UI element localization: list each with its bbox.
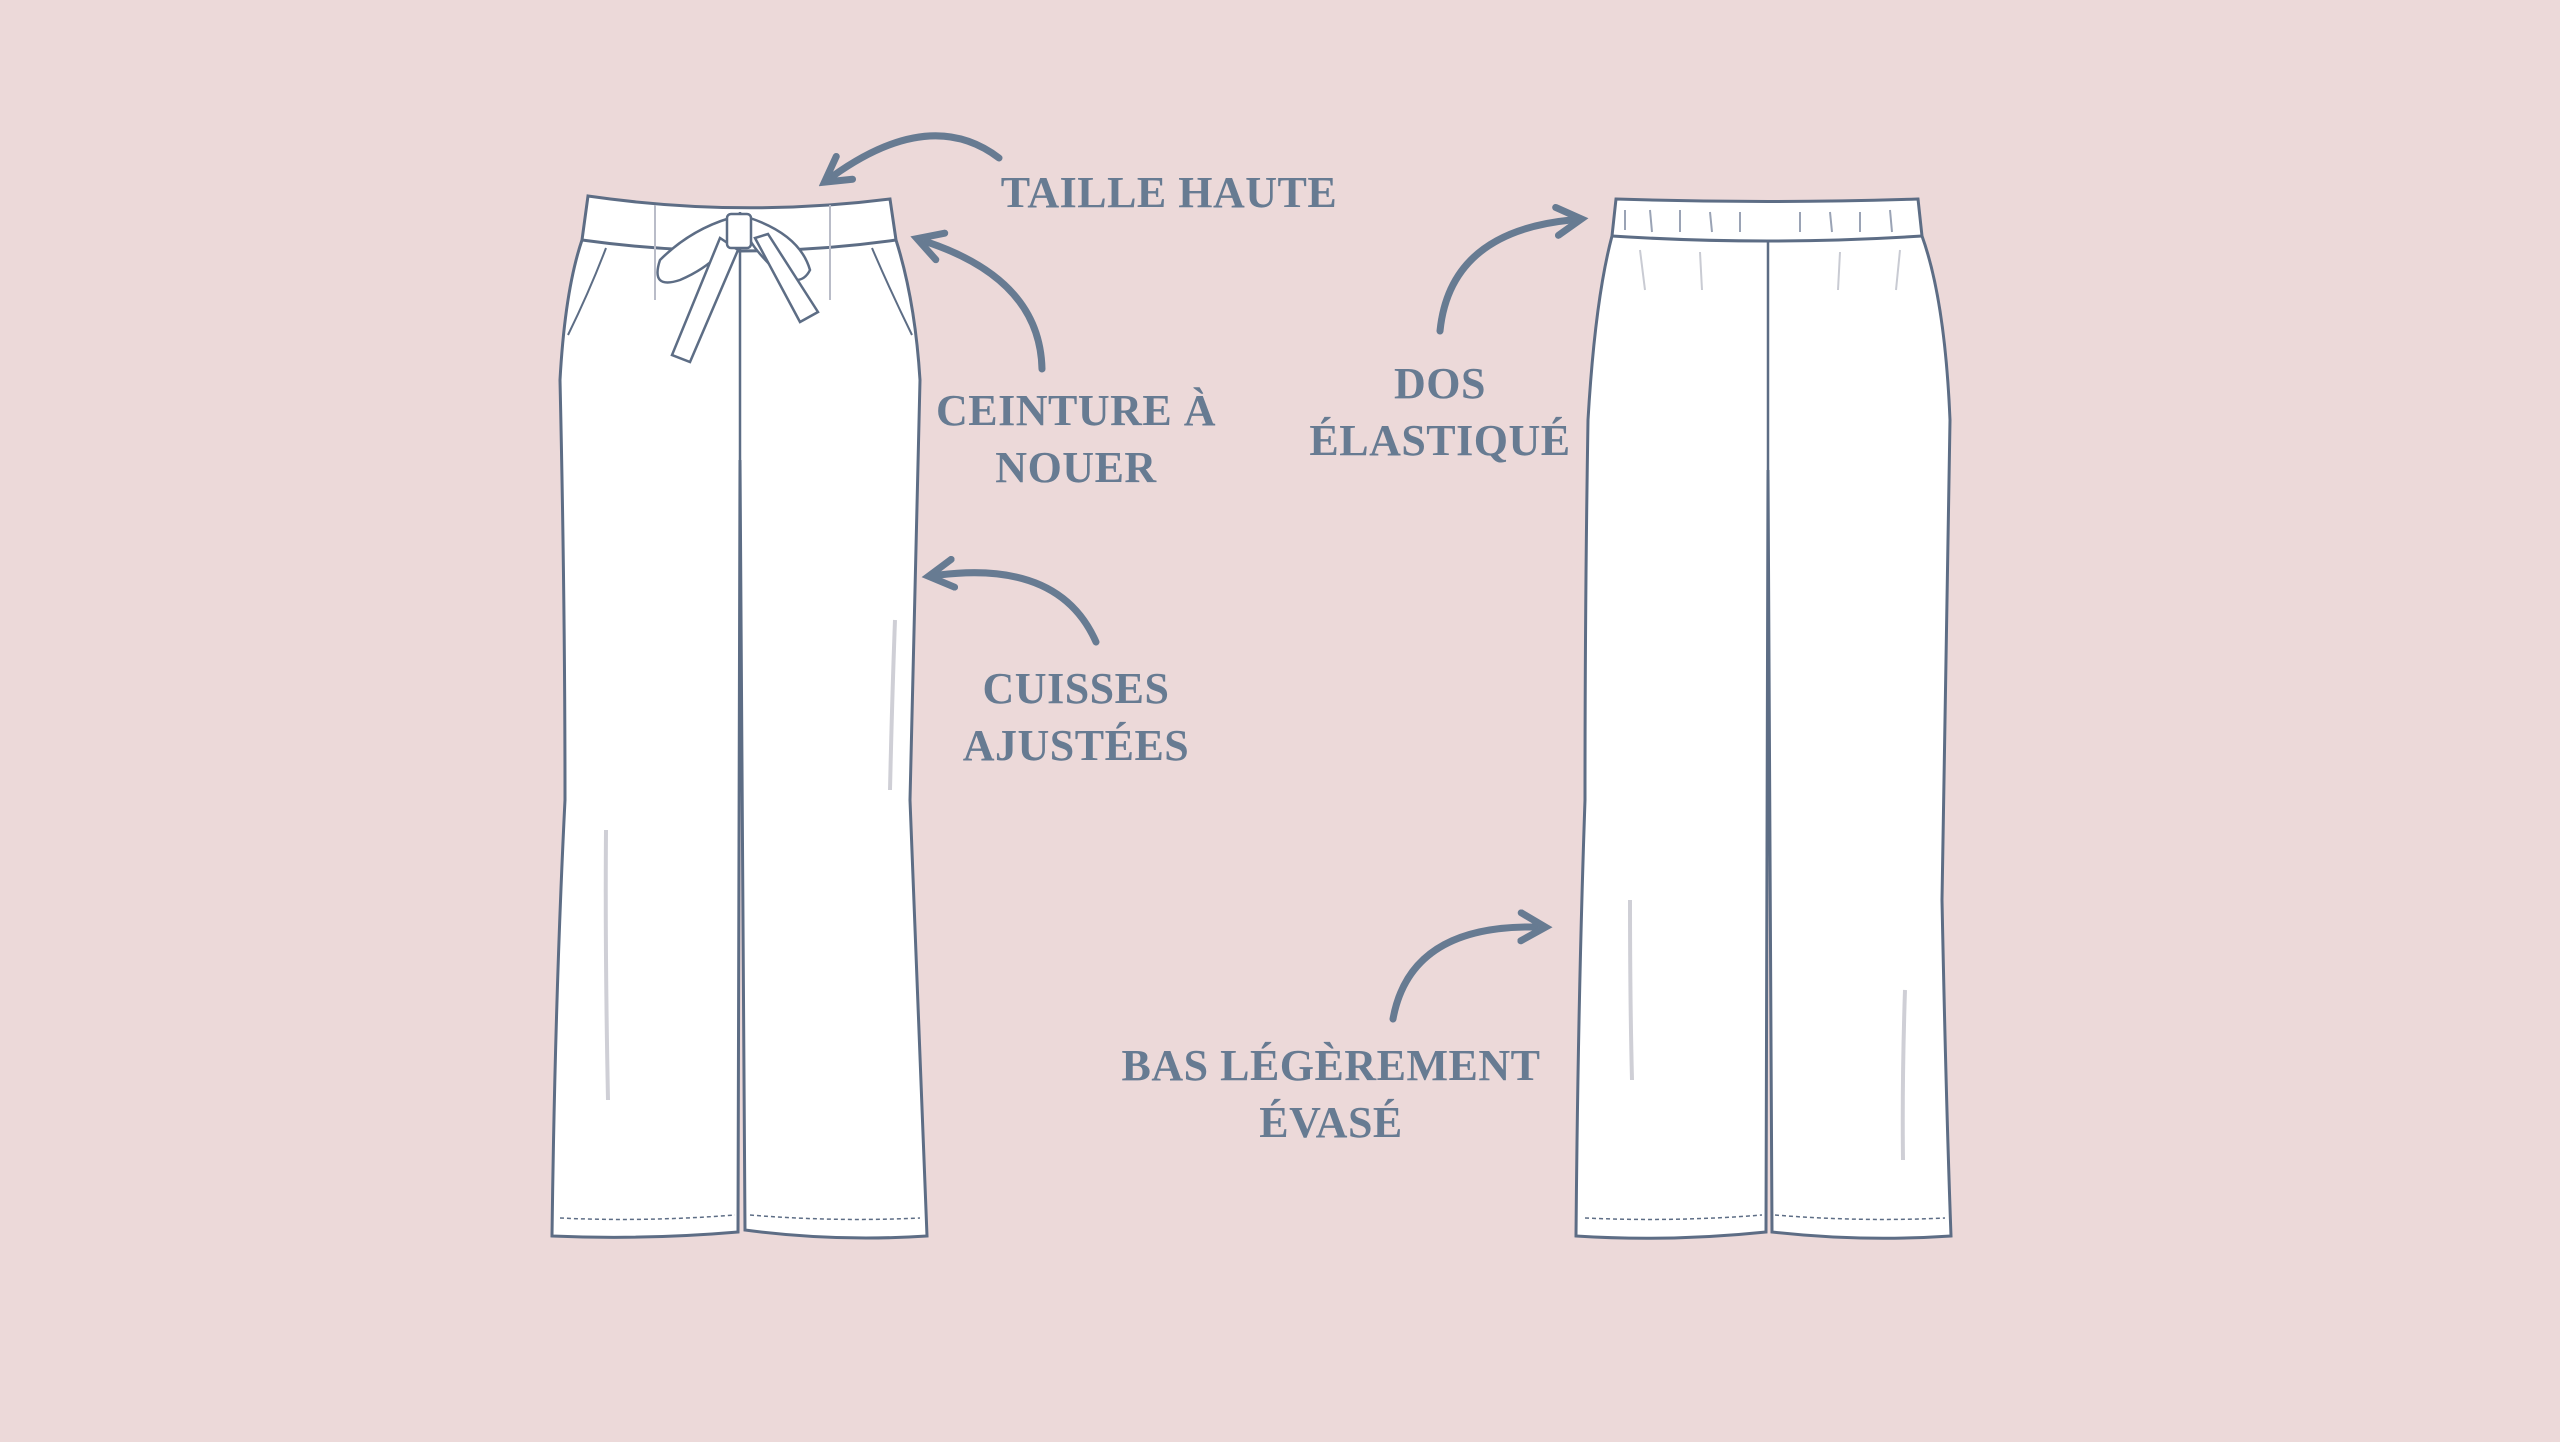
label-cuisses-ajustees: CUISSES AJUSTÉES (963, 660, 1190, 774)
label-line: NOUER (995, 443, 1157, 492)
tie-belt-bow (656, 212, 820, 364)
label-ceinture-a-nouer: CEINTURE À NOUER (936, 382, 1216, 496)
arrow-taille-haute (818, 132, 1003, 187)
arrow-cuisses (921, 555, 1100, 646)
label-line: TAILLE HAUTE (1000, 168, 1338, 217)
arrow-ceinture (910, 229, 1046, 373)
label-line: ÉLASTIQUÉ (1309, 416, 1571, 465)
label-dos-elastique: DOS ÉLASTIQUÉ (1309, 355, 1570, 469)
label-bas-legerement-evase: BAS LÉGÈREMENT ÉVASÉ (1122, 1037, 1541, 1151)
label-line: DOS (1394, 359, 1486, 408)
label-line: BAS LÉGÈREMENT (1121, 1041, 1541, 1090)
arrow-bas (1389, 909, 1553, 1023)
label-line: ÉVASÉ (1259, 1098, 1403, 1147)
arrow-dos (1436, 203, 1589, 335)
label-line: CEINTURE À (935, 386, 1217, 435)
back-pants-illustration (1574, 197, 1953, 1240)
label-taille-haute: TAILLE HAUTE (1001, 164, 1338, 221)
front-pants-illustration (550, 194, 929, 1240)
label-line: CUISSES (982, 664, 1170, 713)
label-line: AJUSTÉES (962, 721, 1190, 770)
